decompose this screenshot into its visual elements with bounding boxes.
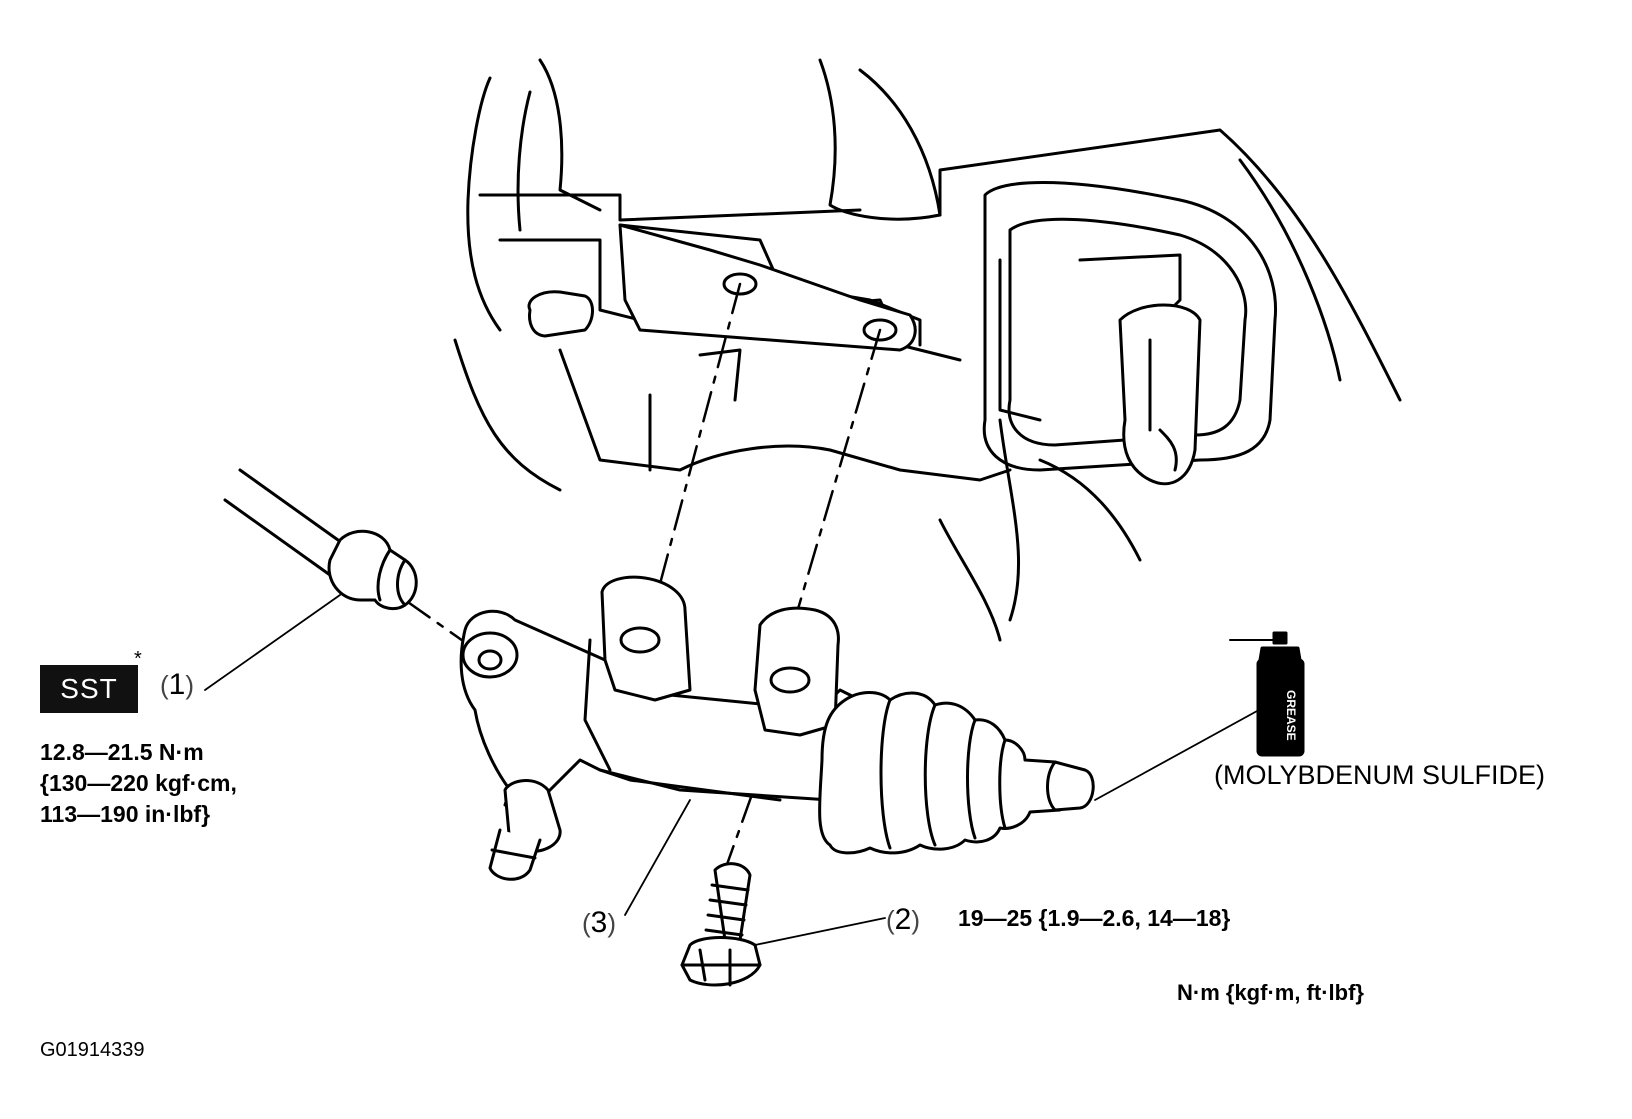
callout-3-number: 3 <box>590 906 608 939</box>
callout-paren: ) <box>185 670 195 700</box>
grease-can-icon <box>1229 631 1305 757</box>
mounting-bolt <box>680 862 762 987</box>
callout-1: (1) <box>160 668 194 702</box>
grease-note: (MOLYBDENUM SULFIDE) <box>1214 760 1546 790</box>
figure-code: G01914339 <box>40 1039 145 1061</box>
release-cylinder-body <box>459 575 862 881</box>
transmission-housing <box>453 58 1402 642</box>
torque-spec-1: 12.8—21.5 N·m {130—220 kgf·cm, 113—190 i… <box>40 737 237 830</box>
rubber-boot <box>818 691 1095 855</box>
callout-paren: ) <box>607 908 617 938</box>
torque-spec-1-line1: 12.8—21.5 N·m <box>40 739 204 765</box>
torque-units-note: N·m {kgf·m, ft·lbf} <box>1177 980 1364 1005</box>
leader-lines <box>204 594 1269 946</box>
torque-spec-2: 19—25 {1.9—2.6, 14—18} <box>958 905 1231 931</box>
sst-asterisk: * <box>134 648 142 670</box>
callout-3: (3) <box>582 906 616 940</box>
callout-1-number: 1 <box>168 668 186 701</box>
callout-paren: ( <box>582 908 591 938</box>
callout-2: (2) <box>886 903 920 937</box>
torque-spec-1-line3: 113—190 in·lbf} <box>40 801 211 827</box>
grease-can-label: GREASE <box>1284 690 1298 741</box>
callout-paren: ( <box>886 905 895 935</box>
torque-spec-1-line2: {130—220 kgf·cm, <box>40 770 237 796</box>
callout-paren: ( <box>160 670 169 700</box>
sst-badge: SST <box>40 665 138 713</box>
callout-2-number: 2 <box>894 903 912 936</box>
callout-paren: ) <box>911 905 921 935</box>
hydraulic-pipe-flare-nut <box>223 468 418 611</box>
